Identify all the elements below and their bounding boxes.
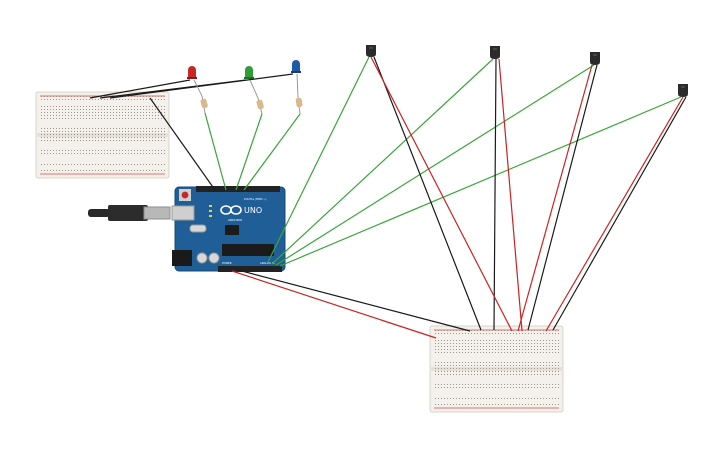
wire-red[interactable] [517, 64, 593, 332]
wire-black[interactable] [373, 56, 482, 331]
led-blue-icon[interactable] [291, 60, 301, 73]
board-brand-text: ARDUINO [228, 218, 243, 222]
wire-green[interactable] [271, 58, 494, 265]
resistor-icon [200, 95, 208, 114]
breadboard-right[interactable] [429, 325, 564, 413]
temperature-sensor-icon[interactable] [590, 52, 600, 65]
wire-green[interactable] [275, 64, 595, 266]
wire-grey[interactable] [249, 79, 259, 99]
wire-black[interactable] [109, 73, 294, 99]
led-green-icon[interactable] [244, 66, 254, 79]
wire-red[interactable] [498, 58, 523, 332]
breadboard-left-holes [41, 96, 165, 171]
arduino-uno-board[interactable]: UNO ARDUINO DIGITAL (PWM ~) ANALOG IN PO… [171, 186, 286, 272]
analog-header-label: ANALOG IN [260, 261, 274, 265]
wire-red[interactable] [231, 270, 437, 339]
wire-black[interactable] [493, 58, 497, 331]
wire-grey[interactable] [193, 79, 203, 97]
led-red-icon[interactable] [187, 66, 197, 79]
wire-green[interactable] [267, 56, 370, 263]
board-logo-text: UNO [244, 206, 262, 215]
reset-button[interactable] [179, 189, 191, 201]
wire-grey[interactable] [296, 73, 299, 98]
wire-green[interactable] [204, 112, 227, 191]
wire-green[interactable] [279, 96, 682, 267]
digital-header-label: DIGITAL (PWM ~) [244, 197, 266, 201]
temperature-sensor-icon[interactable] [490, 46, 500, 59]
wire-green[interactable] [235, 113, 263, 191]
arduino-logo-icon [220, 205, 242, 215]
wire-red[interactable] [370, 56, 513, 332]
wires [89, 56, 687, 339]
wire-black[interactable] [552, 96, 687, 331]
usb-cable-icon [88, 205, 171, 221]
wire-black[interactable] [89, 79, 191, 99]
wire-black[interactable] [237, 269, 471, 332]
wire-green[interactable] [243, 113, 301, 191]
resistor-icon [256, 97, 264, 115]
wire-black[interactable] [149, 97, 216, 191]
temperature-sensor-icon[interactable] [366, 45, 376, 57]
temperature-sensor-icon[interactable] [678, 84, 688, 97]
wire-red[interactable] [545, 96, 684, 332]
breadboard-right-holes [435, 330, 559, 405]
wire-black[interactable] [527, 64, 598, 331]
power-header-label: POWER [222, 261, 232, 265]
breadboard-left[interactable] [35, 91, 170, 179]
resistor-icon [295, 96, 303, 115]
